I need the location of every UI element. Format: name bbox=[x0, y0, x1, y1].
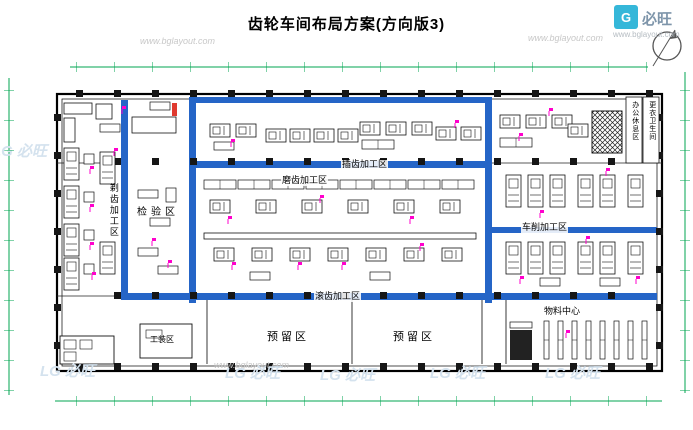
zone-label-slotting: 插齿加工区 bbox=[341, 159, 389, 170]
watermark-logo: LG 必旺 bbox=[430, 365, 485, 382]
page-title: 齿轮车间布局方案(方向版3) bbox=[247, 16, 446, 33]
watermark-logo: LG 必旺 bbox=[320, 367, 375, 384]
zone-label-hobbing: 滚齿加工区 bbox=[314, 291, 362, 302]
watermark-logo: LG 必旺 bbox=[0, 143, 47, 160]
machines-inspection-zone bbox=[137, 187, 179, 275]
dimension-lines bbox=[4, 62, 690, 406]
watermark-url: www.bglayout.com bbox=[528, 33, 604, 43]
conveyor-line bbox=[203, 232, 477, 240]
brand-logo-icon: G bbox=[614, 5, 638, 29]
room-tooling bbox=[139, 323, 193, 359]
material-center-shelves bbox=[509, 320, 648, 360]
zone-label-tooling: 工装区 bbox=[150, 335, 174, 344]
zone-label-turning: 车削加工区 bbox=[521, 222, 569, 233]
zone-label-inspection: 检验区 bbox=[137, 207, 179, 218]
watermark-logo: LG 必旺 bbox=[545, 365, 600, 382]
machines-top-row bbox=[63, 96, 660, 164]
watermark-logo: LG 必旺 bbox=[40, 363, 95, 380]
brand-name: 必旺 bbox=[642, 11, 673, 28]
watermark-url: www.bglayout.com bbox=[214, 360, 290, 370]
brand-url: www.bglayout.com bbox=[613, 30, 680, 39]
stairwell-block bbox=[591, 110, 623, 154]
zone-label-reserved-1: 预留区 bbox=[267, 331, 309, 343]
watermark-url: www.bglayout.com bbox=[140, 36, 216, 46]
zone-label-grinding: 磨齿加工区 bbox=[281, 175, 329, 186]
machines-grinding-zone bbox=[203, 179, 477, 281]
room-locker bbox=[642, 96, 660, 164]
brand-logo-mark: G bbox=[620, 9, 632, 25]
north-arrow-icon bbox=[652, 29, 682, 67]
bottom-rooms bbox=[59, 323, 193, 365]
room-label-locker: 更衣卫生间 bbox=[648, 101, 656, 141]
room-office bbox=[625, 96, 643, 164]
zone-label-material: 物料中心 bbox=[543, 306, 582, 317]
watermark-logo: LG 必旺 bbox=[225, 365, 280, 382]
alert-marker bbox=[172, 103, 177, 116]
room-label-office: 办公休息区 bbox=[631, 101, 639, 141]
zone-label-shaving: 剃齿加工区 bbox=[108, 183, 119, 238]
zone-label-reserved-2: 预留区 bbox=[393, 331, 435, 343]
machines-shaving-zone bbox=[63, 147, 116, 291]
